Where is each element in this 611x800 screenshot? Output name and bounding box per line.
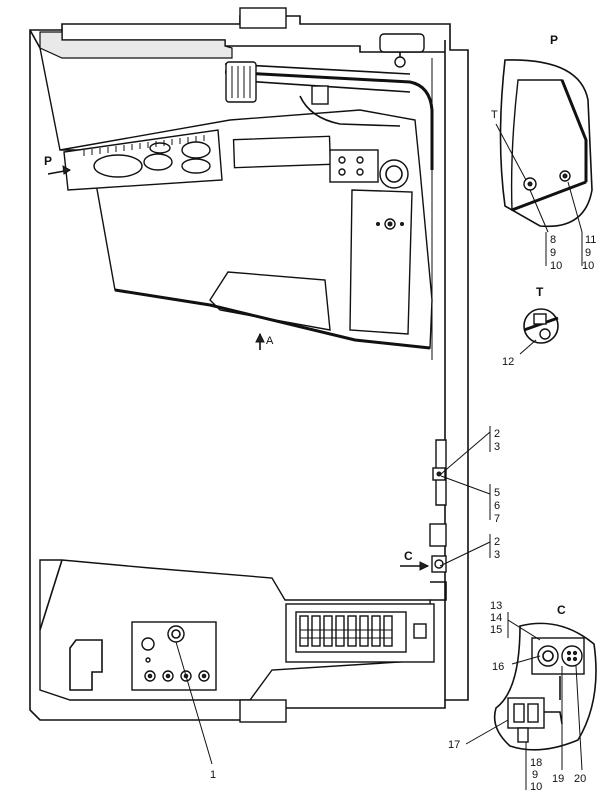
callout-2-3-lower: 2 3 <box>439 534 500 567</box>
callout-5-6-7: 5 6 7 <box>440 475 500 525</box>
view-c: C 13 14 15 16 17 18 9 10 19 20 <box>448 600 597 793</box>
svg-text:15: 15 <box>490 624 502 636</box>
svg-text:17: 17 <box>448 739 460 751</box>
svg-text:9: 9 <box>532 769 538 781</box>
svg-text:T: T <box>491 109 498 121</box>
svg-text:6: 6 <box>494 500 500 512</box>
svg-text:16: 16 <box>492 661 504 673</box>
svg-text:T: T <box>536 285 544 299</box>
control-column <box>349 189 413 335</box>
c-socket-right <box>561 645 583 667</box>
svg-text:12: 12 <box>502 356 514 368</box>
view-arrow-a: A <box>255 332 274 350</box>
svg-text:2: 2 <box>494 536 500 548</box>
svg-text:C: C <box>404 549 413 563</box>
cab-outline <box>29 15 469 721</box>
gauge-3 <box>181 141 211 159</box>
view-t: T 12 <box>502 285 559 368</box>
view-p: P T 8 9 10 11 9 10 <box>491 33 596 272</box>
warning-lamp <box>141 637 155 651</box>
connector-lower <box>429 523 447 547</box>
svg-text:7: 7 <box>494 513 500 525</box>
svg-text:C: C <box>557 603 566 617</box>
svg-text:3: 3 <box>494 549 500 561</box>
svg-text:1: 1 <box>210 769 216 781</box>
toggle-switches <box>144 670 210 682</box>
callout-1: 1 <box>175 641 216 781</box>
gauge-5 <box>181 158 211 174</box>
svg-text:8: 8 <box>550 234 556 246</box>
view-arrow-c: C <box>400 549 430 571</box>
wall-devices <box>429 439 447 601</box>
c-socket-left <box>537 645 559 667</box>
lower-console <box>39 7 435 723</box>
svg-text:14: 14 <box>490 612 502 624</box>
svg-text:20: 20 <box>574 773 586 785</box>
view-arrow-p: P <box>44 154 71 175</box>
main-switch <box>167 625 185 643</box>
gauge-1 <box>93 154 143 178</box>
control-knob <box>379 159 409 189</box>
svg-text:18: 18 <box>530 757 542 769</box>
svg-text:P: P <box>550 33 558 47</box>
fuse-row <box>299 615 393 647</box>
svg-text:2: 2 <box>494 428 500 440</box>
svg-text:A: A <box>266 335 274 347</box>
callout-2-3-upper: 2 3 <box>440 426 500 475</box>
gauge-4 <box>149 142 171 154</box>
steering-pipe <box>224 33 434 170</box>
svg-text:11: 11 <box>585 234 596 246</box>
svg-text:10: 10 <box>582 260 594 272</box>
svg-text:10: 10 <box>530 781 542 793</box>
svg-text:19: 19 <box>552 773 564 785</box>
svg-text:9: 9 <box>550 247 556 259</box>
gauge-2 <box>143 153 173 171</box>
gauge-ticks <box>83 135 205 156</box>
svg-text:P: P <box>44 154 52 168</box>
svg-text:10: 10 <box>550 260 562 272</box>
svg-text:3: 3 <box>494 441 500 453</box>
display-box <box>232 135 332 169</box>
switch-block <box>329 149 379 183</box>
svg-text:5: 5 <box>494 487 500 499</box>
lower-tray <box>209 271 331 331</box>
svg-text:13: 13 <box>490 600 502 612</box>
svg-text:9: 9 <box>585 247 591 259</box>
